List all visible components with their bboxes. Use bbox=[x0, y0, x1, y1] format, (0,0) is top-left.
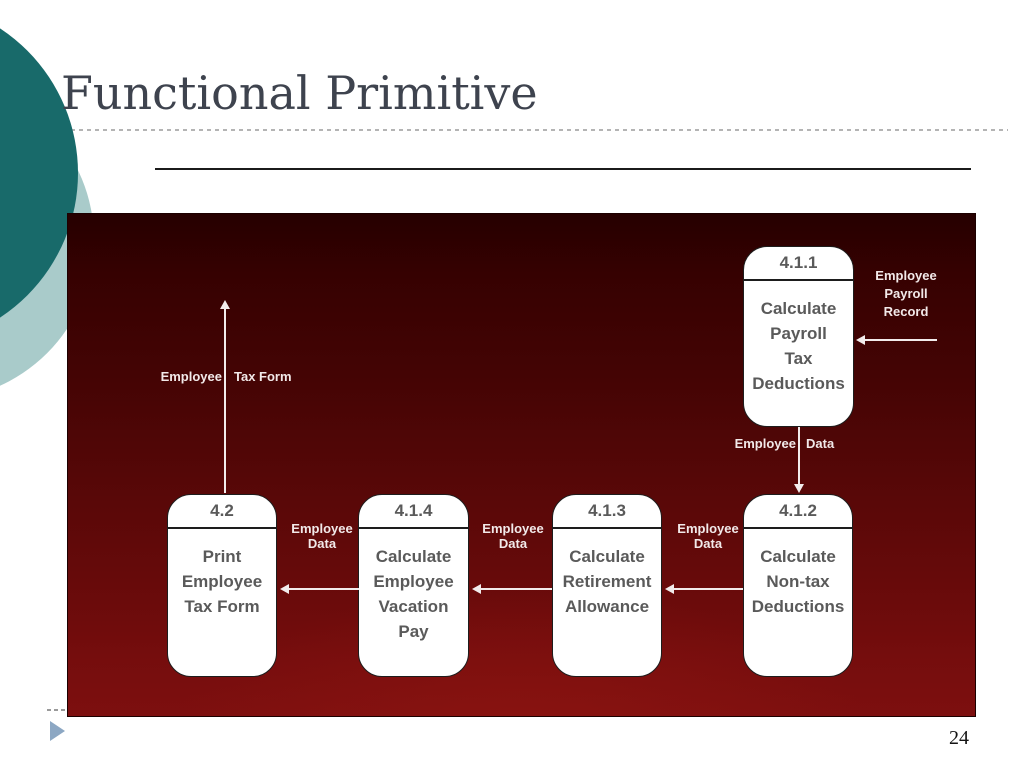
arrow-down-icon bbox=[794, 484, 804, 493]
content-top-rule bbox=[155, 168, 971, 170]
process-label: Calculate Employee Vacation Pay bbox=[373, 547, 454, 641]
process-number: 4.1.3 bbox=[553, 495, 661, 529]
flow-label-employee-payroll-record: Employee Payroll Record bbox=[875, 268, 937, 319]
process-number: 4.1.1 bbox=[744, 247, 853, 281]
page-number: 24 bbox=[949, 727, 969, 749]
process-box-4-1-4: 4.1.4 Calculate Employee Vacation Pay bbox=[358, 494, 469, 677]
flow-line-employee-tax-form bbox=[224, 309, 226, 493]
process-label: Calculate Payroll Tax Deductions bbox=[752, 299, 845, 393]
slide-title: Functional Primitive bbox=[61, 66, 538, 120]
process-box-4-1-3: 4.1.3 Calculate Retirement Allowance bbox=[552, 494, 662, 677]
flow-line-employee-payroll-record bbox=[865, 339, 937, 341]
title-underline-dashed bbox=[63, 129, 1008, 131]
flow-line-4-1-3-to-4-1-4 bbox=[481, 588, 552, 590]
arrow-left-icon bbox=[665, 584, 674, 594]
process-label: Print Employee Tax Form bbox=[181, 547, 263, 616]
arrow-left-icon bbox=[856, 335, 865, 345]
flow-label-employee-data: Data bbox=[806, 436, 835, 451]
flow-label-employee-data: Employee Data bbox=[482, 521, 544, 551]
arrow-left-icon bbox=[472, 584, 481, 594]
flow-label-employee-tax-form: Tax Form bbox=[234, 369, 292, 384]
placeholder-dashed-border bbox=[47, 709, 66, 711]
flow-line-4-1-4-to-4-2 bbox=[289, 588, 359, 590]
process-number: 4.2 bbox=[168, 495, 276, 529]
flow-label-employee-tax-form: Employee bbox=[160, 369, 222, 384]
process-label: Calculate Non-tax Deductions bbox=[751, 547, 845, 616]
process-number: 4.1.2 bbox=[744, 495, 852, 529]
process-box-4-2: 4.2 Print Employee Tax Form bbox=[167, 494, 277, 677]
process-box-4-1-2: 4.1.2 Calculate Non-tax Deductions bbox=[743, 494, 853, 677]
play-triangle-icon bbox=[50, 721, 65, 741]
process-label: Calculate Retirement Allowance bbox=[562, 547, 652, 616]
flow-label-employee-data: Employee Data bbox=[291, 521, 353, 551]
flow-label-employee-data: Employee Data bbox=[677, 521, 739, 551]
arrow-up-icon bbox=[220, 300, 230, 309]
flow-line-4-1-2-to-4-1-3 bbox=[674, 588, 743, 590]
flow-label-employee-data: Employee bbox=[734, 436, 796, 451]
arrow-left-icon bbox=[280, 584, 289, 594]
flow-line-employee-data-vertical bbox=[798, 427, 800, 485]
process-number: 4.1.4 bbox=[359, 495, 468, 529]
process-box-4-1-1: 4.1.1 Calculate Payroll Tax Deductions bbox=[743, 246, 854, 427]
